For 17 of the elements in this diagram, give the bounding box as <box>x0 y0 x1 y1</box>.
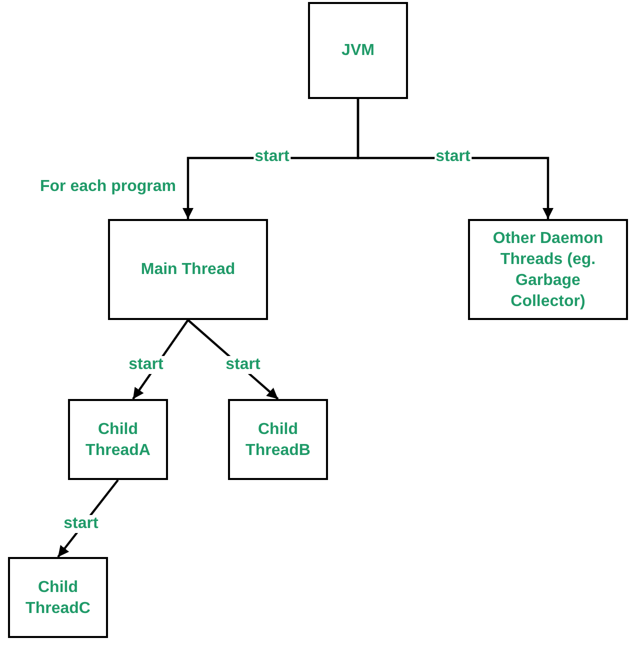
process-box <box>8 557 108 638</box>
process-box <box>68 399 168 480</box>
process-box <box>108 219 268 320</box>
node-label: Child ThreadA <box>84 420 152 460</box>
process-box <box>308 2 408 99</box>
edge-label: start <box>128 356 164 374</box>
node-label: Other Daemon Threads (eg. Garbage Collector) <box>492 228 604 312</box>
note-text: For each program <box>38 178 178 196</box>
node-label: Main Thread <box>140 260 236 280</box>
node-label: Child ThreadC <box>24 578 92 618</box>
process-box <box>468 219 628 320</box>
arrow <box>356 99 554 219</box>
node-label: Child ThreadB <box>244 420 312 460</box>
process-box <box>228 399 328 480</box>
node-label: JVM <box>342 41 374 61</box>
edge-label: start <box>62 515 100 533</box>
edge-label: start <box>224 356 262 374</box>
